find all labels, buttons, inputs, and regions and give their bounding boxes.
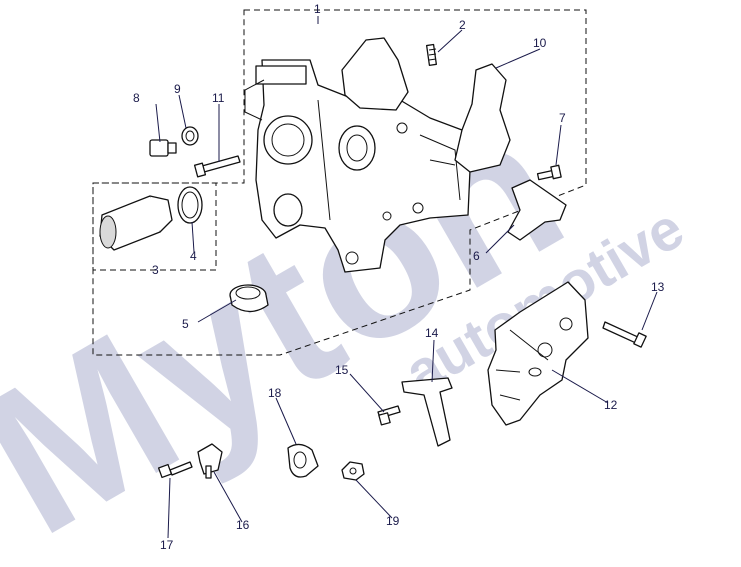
callout-10: 10 — [533, 36, 547, 50]
callout-11: 11 — [212, 91, 225, 105]
leader-lines — [155, 16, 658, 539]
part-19-nut — [341, 461, 365, 481]
callout-7: 7 — [559, 111, 566, 125]
callout-1: 1 — [314, 2, 321, 16]
callout-12: 12 — [604, 398, 618, 412]
part-11-bolt — [193, 155, 241, 178]
part-2-stud — [425, 43, 438, 66]
callout-3: 3 — [152, 263, 159, 277]
part-7-bolt — [536, 164, 562, 181]
part-8-plug — [149, 139, 177, 157]
assembly-3-boundary — [92, 182, 217, 271]
callout-18: 18 — [268, 386, 282, 400]
callout-6: 6 — [473, 249, 480, 263]
part-3-fitting — [99, 195, 173, 251]
callout-19: 19 — [386, 514, 400, 528]
part-18-clip — [287, 443, 319, 478]
part-13-bolt — [602, 321, 647, 348]
callout-9: 9 — [174, 82, 181, 96]
part-4-oring — [177, 186, 203, 224]
part-6-bracket — [507, 179, 567, 241]
callout-13: 13 — [651, 280, 665, 294]
callout-15: 15 — [335, 363, 349, 377]
timing-cover-housing — [244, 37, 471, 273]
assembly-1-boundary — [92, 9, 587, 356]
callout-14: 14 — [425, 326, 439, 340]
callout-4: 4 — [190, 249, 197, 263]
part-16-clip — [197, 443, 223, 479]
part-5-seal — [229, 284, 269, 313]
callout-labels: 1 2 3 4 5 6 7 8 9 10 11 12 13 14 15 16 1… — [133, 2, 665, 552]
part-14-bracket — [401, 377, 453, 447]
part-10-gasket — [454, 63, 511, 173]
callout-2: 2 — [459, 18, 466, 32]
callout-8: 8 — [133, 91, 140, 105]
callout-16: 16 — [236, 518, 250, 532]
callout-17: 17 — [160, 538, 174, 552]
part-17-bolt — [157, 461, 193, 479]
part-9-washer — [181, 126, 199, 146]
part-12-mounting-bracket — [487, 281, 589, 426]
part-15-bolt — [377, 405, 401, 426]
callout-5: 5 — [182, 317, 189, 331]
